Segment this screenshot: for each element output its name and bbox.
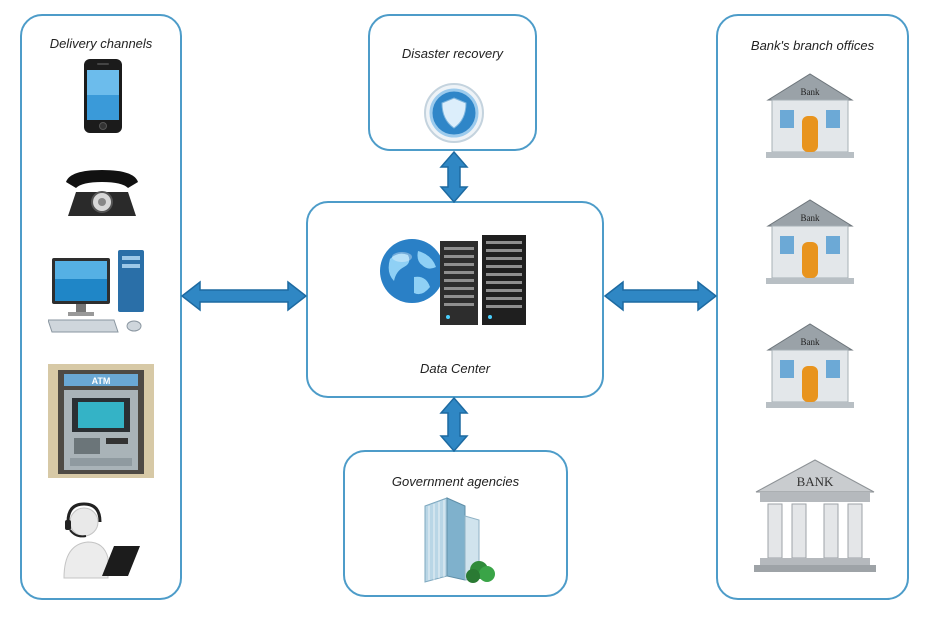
shield-icon [424,83,484,143]
atm-icon: ATM [48,364,154,478]
bank-branch-icon: Bank [766,199,854,284]
delivery-channels-panel: Delivery channels ATM [20,14,182,600]
government-agencies-title: Government agencies [391,474,520,489]
bank-branch-label: Bank [801,337,820,347]
arrow-datacenter-government [439,396,469,453]
bank-branch-icon: Bank [766,73,854,158]
bank-branch-icon: Bank [766,323,854,408]
disaster-recovery-title: Disaster recovery [401,46,504,61]
telephone-icon [66,170,138,216]
bank-headquarters-icon: BANK [754,459,876,572]
call-center-agent-icon [63,502,140,579]
server-rack-icon [440,235,526,325]
arrow-datacenter-branches [603,280,718,312]
globe-icon [380,239,444,303]
branch-offices-title: Bank's branch offices [750,38,875,53]
branch-offices-panel: Bank's branch offices Bank Bank Bank BAN… [716,14,909,600]
arrow-disaster-datacenter [439,150,469,204]
atm-label: ATM [92,376,111,386]
bank-branch-label: Bank [801,87,820,97]
delivery-channels-title: Delivery channels [49,36,153,51]
disaster-recovery-panel: Disaster recovery [368,14,537,151]
data-center-panel: Data Center [306,201,604,398]
bank-branch-label: Bank [801,213,820,223]
desktop-computer-icon [48,250,144,333]
smartphone-icon [84,59,122,133]
government-agencies-panel: Government agencies [343,450,568,597]
bank-headquarters-label: BANK [797,474,834,489]
arrow-delivery-datacenter [180,280,308,312]
office-building-icon [424,497,495,583]
data-center-title: Data Center [419,361,491,376]
